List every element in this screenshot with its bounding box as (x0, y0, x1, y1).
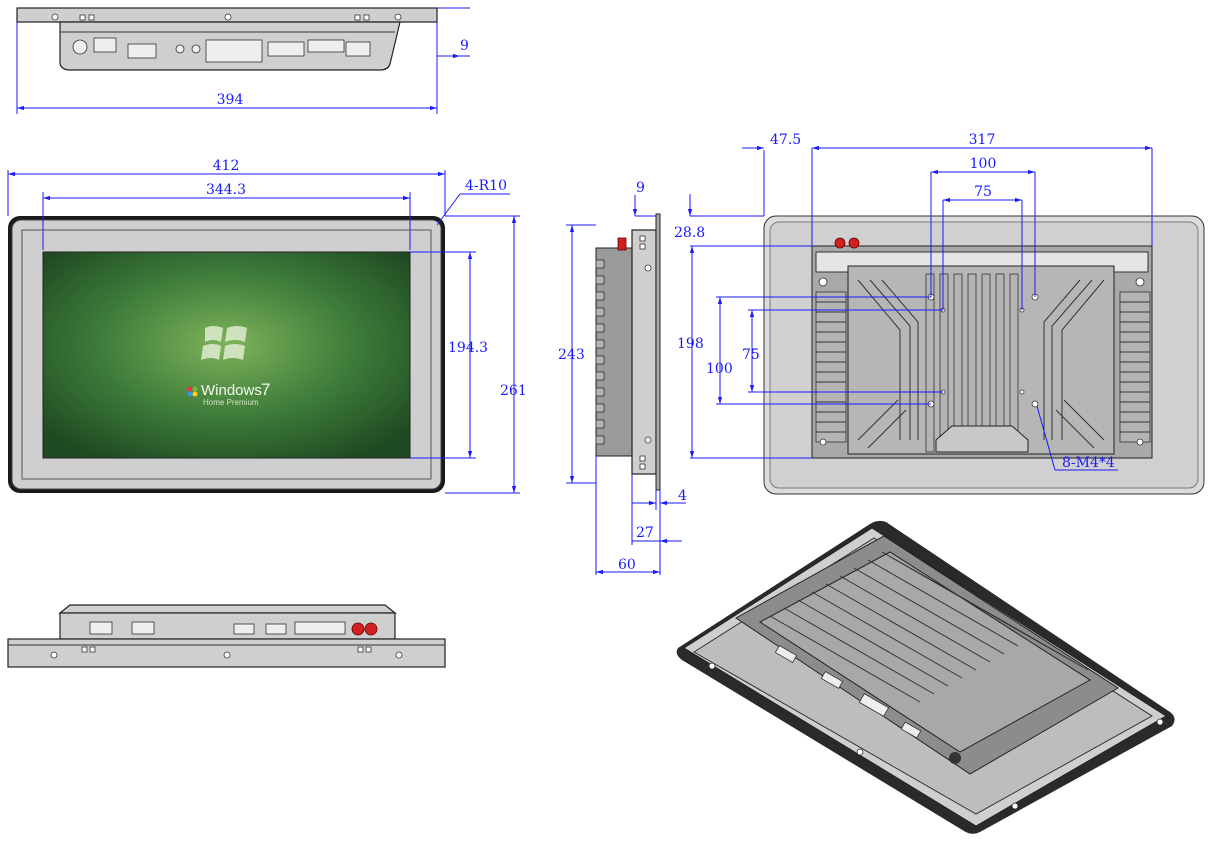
heatsink-fins (857, 273, 1105, 453)
rear-dimensions (687, 145, 1153, 471)
front-view (8, 216, 445, 493)
dim-rear-offset: 47.5 (770, 132, 801, 148)
dim-side-bezel: 9 (636, 180, 645, 196)
dim-screen-height: 194.3 (448, 340, 488, 356)
dim-corner-radius: 4-R10 (465, 178, 507, 194)
dim-top-depth: 9 (460, 38, 469, 54)
dim-vesa-inner-h: 75 (742, 347, 760, 363)
isometric-view (676, 520, 1175, 834)
screen-edition: Home Premium (203, 398, 259, 407)
top-view (16, 7, 470, 114)
rear-view (763, 215, 1205, 495)
dim-top-width: 394 (217, 92, 244, 108)
dim-screw-spec: 8-M4*4 (1062, 455, 1115, 471)
dim-vesa-inner-w: 75 (974, 184, 992, 200)
screen-brand: Windows (201, 382, 262, 399)
windows-small-icon (187, 386, 198, 397)
dim-side-depth-b: 60 (618, 557, 636, 573)
dim-rear-top: 28.8 (674, 225, 705, 241)
dim-vesa-outer-h: 100 (706, 361, 733, 377)
side-fins (815, 291, 1151, 443)
dim-front-height: 261 (500, 383, 527, 399)
dim-screen-width: 344.3 (206, 182, 246, 198)
dim-side-depth-a: 27 (636, 525, 654, 541)
dim-side-height: 243 (558, 347, 585, 363)
screen-version: 7 (261, 380, 270, 399)
bottom-view (7, 604, 446, 668)
side-dimensions (566, 195, 686, 575)
dim-front-width: 412 (213, 158, 240, 174)
dim-vesa-outer-w: 100 (970, 156, 997, 172)
dim-rear-height: 198 (677, 336, 704, 352)
dim-side-front: 4 (678, 488, 687, 504)
dim-rear-width: 317 (969, 132, 996, 148)
windows-logo-icon (201, 326, 247, 360)
front-dimensions (7, 170, 520, 494)
side-view (595, 213, 661, 491)
